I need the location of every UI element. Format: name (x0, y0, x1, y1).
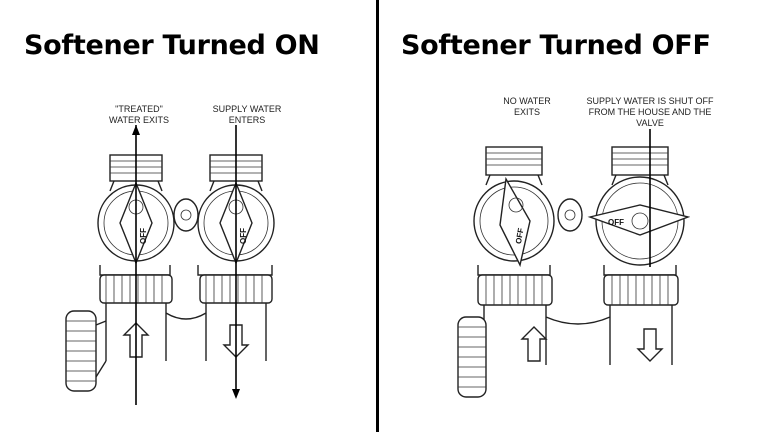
right-inlet-thread (611, 146, 669, 176)
right-outlet-valve-text: OFF (514, 227, 526, 244)
right-center-link (557, 198, 583, 232)
right-inlet-valve: OFF (587, 176, 690, 266)
right-outlet-label: NO WATER EXITS (503, 96, 551, 117)
right-outlet-nut (477, 274, 553, 306)
left-up-arrow-icon (122, 322, 150, 358)
right-side-fitting (457, 316, 487, 398)
left-valve-diagram: OFF OFF (65, 125, 275, 405)
right-outlet-valve: OFF (473, 176, 555, 268)
right-valve-diagram: OFF OFF (457, 129, 690, 398)
right-inlet-label: SUPPLY WATER IS SHUT OFF FROM THE HOUSE … (586, 96, 714, 128)
right-inlet-valve-text: OFF (608, 218, 624, 227)
left-center-link (173, 198, 199, 232)
right-up-arrow-icon (520, 326, 548, 362)
left-inlet-valve-text: OFF (239, 228, 248, 244)
panel-divider (376, 0, 379, 432)
left-side-fitting (65, 310, 107, 392)
right-outlet-thread (485, 146, 543, 176)
right-down-arrow-icon (636, 328, 664, 362)
left-down-arrow-icon (222, 324, 250, 358)
right-inlet-nut (603, 274, 679, 306)
left-panel-title: Softener Turned ON (24, 30, 320, 61)
left-outlet-label: "TREATED" WATER EXITS (108, 104, 169, 125)
left-outlet-valve-text: OFF (139, 228, 148, 244)
left-inlet-label: SUPPLY WATER ENTERS (212, 104, 282, 125)
right-panel-title: Softener Turned OFF (401, 30, 711, 61)
